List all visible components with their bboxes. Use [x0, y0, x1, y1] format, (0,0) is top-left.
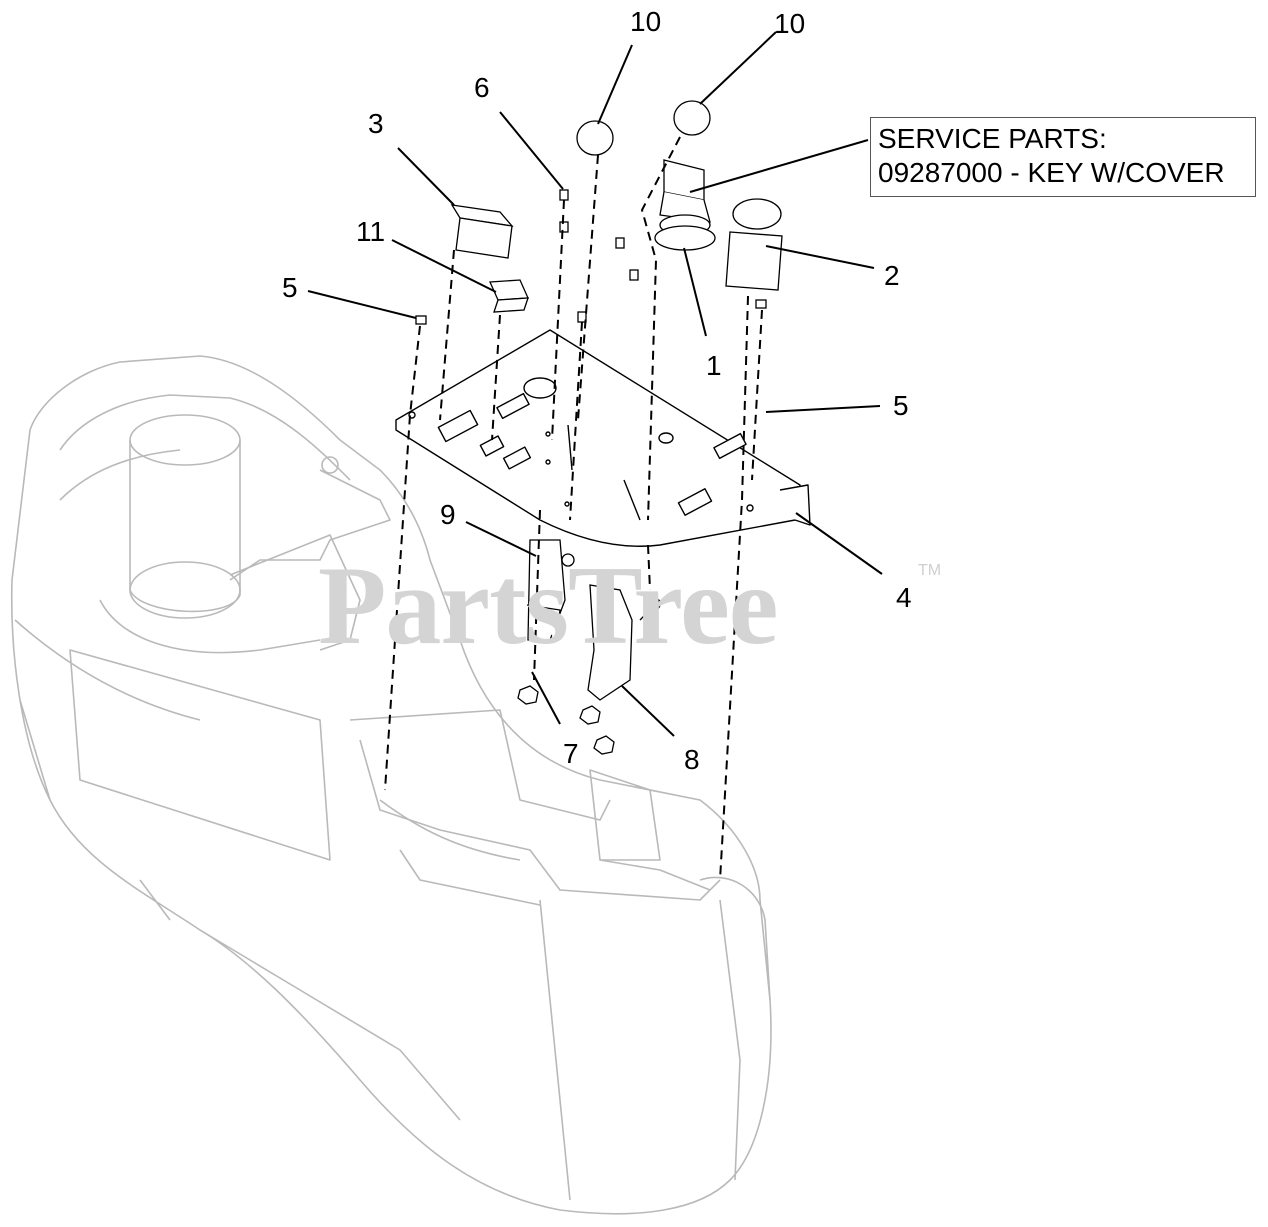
callout-5-right: 5 [893, 390, 909, 421]
callout-2: 2 [884, 260, 900, 291]
callout-6: 6 [474, 72, 490, 103]
partstree-watermark: PartsTree [318, 544, 779, 668]
small-parts [415, 100, 783, 755]
mounting-plate [395, 329, 811, 547]
callout-7: 7 [563, 738, 579, 769]
callout-1: 1 [706, 350, 722, 381]
callout-3: 3 [368, 108, 384, 139]
assembly-dashed-lines [384, 136, 763, 881]
console-housing [10, 355, 772, 1215]
service-parts-box: SERVICE PARTS: 09287000 - KEY W/COVER [870, 117, 1256, 197]
callout-10-left: 10 [630, 6, 662, 37]
callout-8: 8 [684, 744, 700, 775]
leader-lines [307, 31, 883, 737]
trademark-mark: TM [918, 562, 942, 579]
service-parts-heading: SERVICE PARTS: [878, 123, 1107, 154]
service-parts-key-item: 09287000 - KEY W/COVER [878, 157, 1225, 188]
callout-4: 4 [896, 582, 912, 613]
callout-10-right: 10 [774, 8, 806, 39]
callout-11: 11 [356, 216, 386, 247]
callout-5-left: 5 [282, 272, 298, 303]
callout-9: 9 [440, 499, 456, 530]
